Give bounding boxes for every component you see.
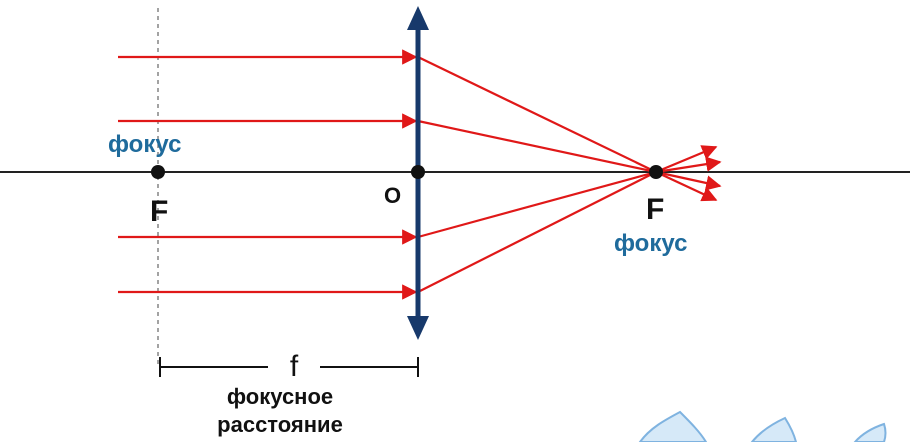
decorative-drop-edge (853, 422, 887, 442)
focal-length-symbol: f (290, 350, 299, 383)
refracted-ray-3 (417, 170, 657, 239)
diverging-ray-1 (655, 145, 718, 174)
lens-bottom-arrowhead (407, 316, 429, 340)
diverging-ray-3 (655, 170, 722, 191)
focal-distance-label-line2: расстояние (217, 412, 343, 437)
refracted-ray-4 (417, 171, 657, 293)
decorative-drop-right (750, 416, 798, 442)
decorative-drop-shapes (638, 410, 887, 442)
focal-point-right (649, 165, 663, 179)
optical-center-point (411, 165, 425, 179)
refracted-ray-2 (417, 119, 657, 174)
refracted-ray-1 (417, 56, 657, 173)
focal-point-label-left: F (150, 195, 168, 228)
refracted-rays (417, 56, 657, 293)
diverging-ray-2 (655, 156, 722, 174)
focus-label-right: фокус (614, 230, 687, 257)
lens-top-arrowhead (407, 6, 429, 30)
diverging-rays (655, 145, 722, 202)
focal-point-left (151, 165, 165, 179)
decorative-drop-left (638, 410, 708, 442)
focal-distance-bracket (159, 357, 419, 377)
focal-point-label-right: F (646, 193, 664, 226)
optical-center-label: O (384, 183, 401, 208)
focus-label-left: фокус (108, 131, 181, 158)
diverging-ray-4 (655, 171, 718, 202)
incoming-rays (118, 49, 418, 300)
focal-distance-label-line1: фокусное (227, 384, 333, 409)
